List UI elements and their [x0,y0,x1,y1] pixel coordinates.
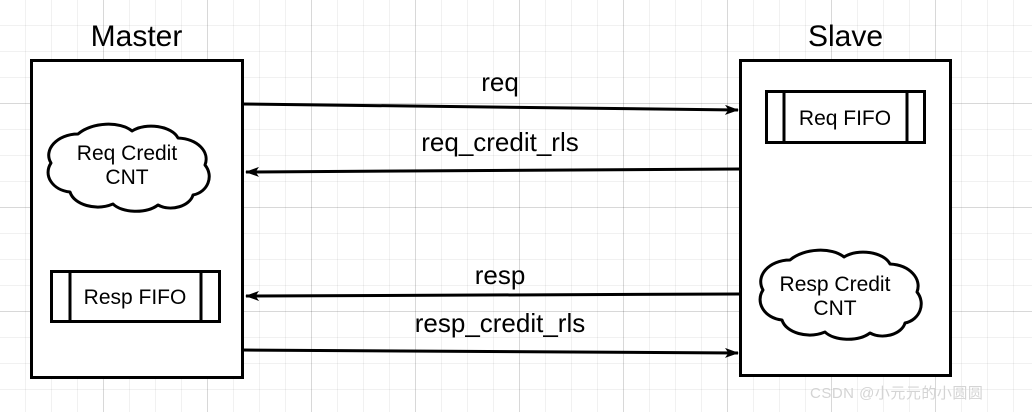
resp-credit-cnt-label: Resp Credit CNT [779,273,891,320]
resp-credit-cnt-cloud [758,248,923,341]
resp-fifo-shape [50,270,221,323]
watermark: CSDN @小元元的小圆圆 [810,385,984,402]
edge-req-credit-rls-line [245,166,741,177]
resp-fifo-label: Resp FIFO [83,286,187,309]
edge-req-line [241,102,739,115]
edge-label-resp: resp [474,260,526,290]
edge-resp-line [245,290,741,301]
slave-title: Slave [807,20,884,53]
master-box [30,59,244,379]
req-fifo-shape [765,90,926,144]
master-title: Master [90,20,183,53]
req-fifo-label: Req FIFO [798,107,892,130]
req-credit-cnt-cloud [46,122,211,213]
edge-label-req: req [481,67,519,97]
edge-label-req-credit-rls: req_credit_rls [421,127,579,157]
req-credit-cnt-label: Req Credit CNT [76,142,178,189]
edge-label-resp-credit-rls: resp_credit_rls [414,308,586,338]
edge-resp-credit-rls-line [241,347,739,358]
